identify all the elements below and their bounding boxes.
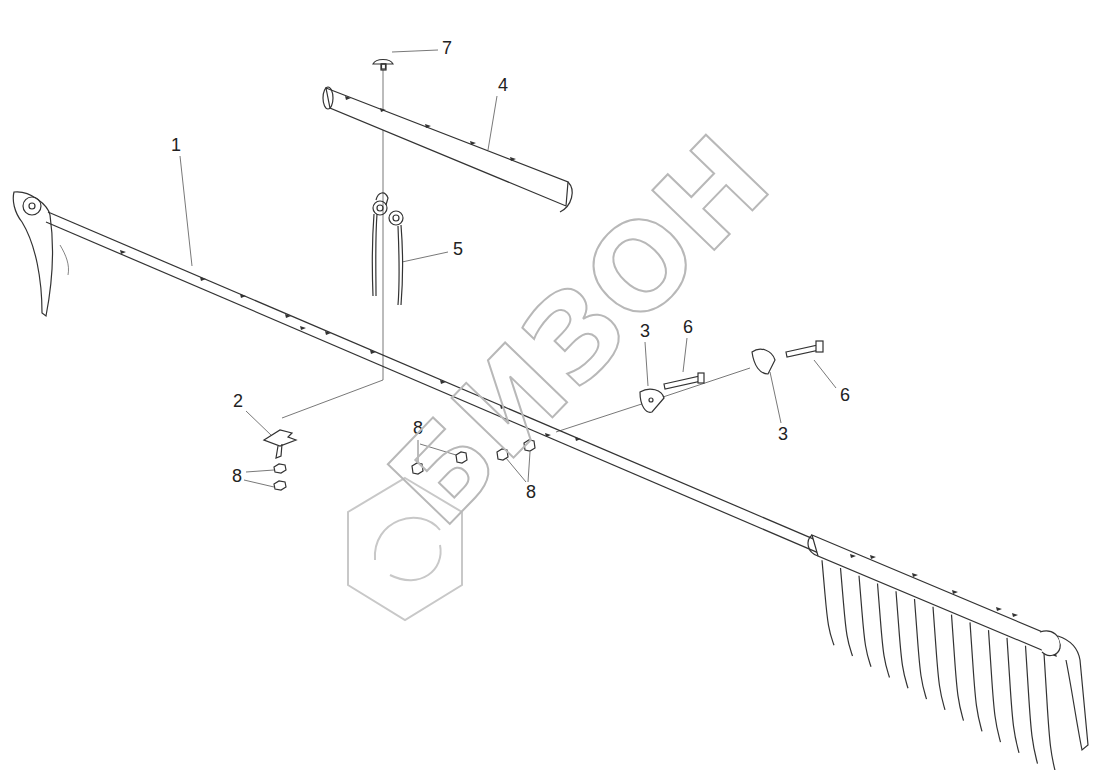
callout-number: 5 (453, 240, 463, 258)
tine (841, 568, 853, 656)
tine (878, 584, 890, 678)
tine (1026, 646, 1038, 764)
logo-mark (375, 518, 441, 580)
carriage-bolt (373, 60, 393, 71)
shield (323, 87, 572, 212)
watermark: БИЗОН (370, 116, 789, 544)
tine (896, 591, 908, 688)
callout-number: 4 (498, 76, 508, 94)
tine (1007, 638, 1019, 753)
tine (989, 630, 1001, 742)
tine (1044, 653, 1056, 770)
tine-bar (808, 535, 1088, 750)
tine (822, 560, 834, 645)
callout-number: 1 (171, 136, 181, 154)
tine (859, 576, 871, 667)
spring-tines (822, 560, 1056, 770)
tine (970, 622, 982, 731)
tine (915, 599, 927, 699)
double-spring-tine (372, 193, 403, 305)
clamps-and-bolts (640, 341, 823, 412)
callout-number: 3 (778, 425, 788, 443)
callout-number: 2 (233, 392, 243, 410)
callout-number: 8 (232, 467, 242, 485)
callout-number: 6 (683, 318, 693, 336)
callout-number: 8 (526, 483, 536, 501)
callout-number: 6 (840, 386, 850, 404)
tine (952, 615, 964, 721)
tine (933, 607, 945, 710)
callout-number: 7 (442, 39, 452, 57)
bracket (264, 430, 296, 458)
